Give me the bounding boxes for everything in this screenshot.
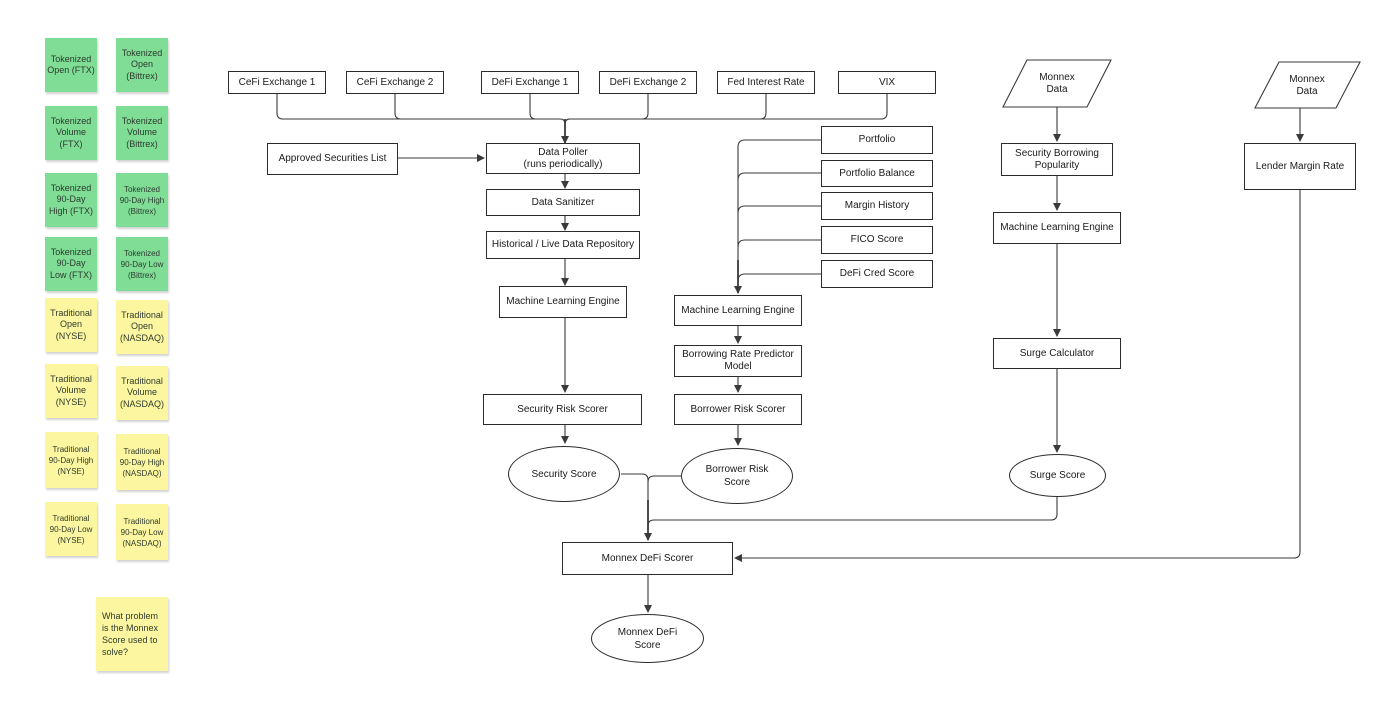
node-monnex-data-lender[interactable]: Monnex Data xyxy=(1289,74,1325,97)
node-borrower-ml-engine[interactable]: Machine Learning Engine xyxy=(674,295,802,326)
sticky-tokenized-open-ftx[interactable]: Tokenized Open (FTX) xyxy=(45,38,97,92)
node-lender-margin-rate[interactable]: Lender Margin Rate xyxy=(1244,143,1356,190)
node-borrower-risk-scorer[interactable]: Borrower Risk Scorer xyxy=(674,394,802,425)
node-portfolio-balance[interactable]: Portfolio Balance xyxy=(821,160,933,187)
node-approved-securities-list[interactable]: Approved Securities List xyxy=(267,143,398,175)
connector-borrower-score-merge xyxy=(647,475,681,483)
node-fico-score[interactable]: FICO Score xyxy=(821,226,933,254)
sticky-question[interactable]: What problem is the Monnex Score used to… xyxy=(96,597,168,671)
sticky-tokenized-low-ftx[interactable]: Tokenized 90-Day Low (FTX) xyxy=(45,237,97,291)
sticky-traditional-open-nyse[interactable]: Traditional Open (NYSE) xyxy=(45,298,97,352)
connector-defi2 xyxy=(564,94,649,125)
node-security-borrowing-popularity[interactable]: Security Borrowing Popularity xyxy=(1001,143,1113,176)
node-data-sanitizer[interactable]: Data Sanitizer xyxy=(486,189,640,216)
connector-margin-rate-to-final xyxy=(734,190,1301,562)
sticky-traditional-open-nasdaq[interactable]: Traditional Open (NASDAQ) xyxy=(116,300,168,354)
connector-defi-cred xyxy=(737,273,821,282)
sticky-traditional-low-nasdaq[interactable]: Traditional 90-Day Low (NASDAQ) xyxy=(116,504,168,560)
connector-vix xyxy=(564,94,888,125)
connector-surge-score-merge xyxy=(647,497,1058,527)
connector-portfolio xyxy=(737,139,821,290)
node-security-score[interactable]: Security Score xyxy=(508,446,620,502)
sticky-tokenized-volume-bittrex[interactable]: Tokenized Volume (Bittrex) xyxy=(116,106,168,160)
node-portfolio[interactable]: Portfolio xyxy=(821,126,933,154)
connector-cefi2 xyxy=(394,94,402,120)
connector-fico xyxy=(737,239,821,248)
node-cefi-exchange-2[interactable]: CeFi Exchange 2 xyxy=(346,71,444,94)
node-vix[interactable]: VIX xyxy=(838,71,936,94)
connector-security-score-merge xyxy=(621,473,649,540)
sticky-traditional-low-nyse[interactable]: Traditional 90-Day Low (NYSE) xyxy=(45,502,97,556)
node-borrowing-rate-predictor[interactable]: Borrowing Rate Predictor Model xyxy=(674,345,802,377)
node-defi-exchange-2[interactable]: DeFi Exchange 2 xyxy=(599,71,697,94)
node-monnex-data-surge[interactable]: Monnex Data xyxy=(1039,72,1075,95)
node-borrower-risk-score[interactable]: Borrower Risk Score xyxy=(681,448,793,504)
node-security-risk-scorer[interactable]: Security Risk Scorer xyxy=(483,394,642,425)
sticky-tokenized-high-ftx[interactable]: Tokenized 90-Day High (FTX) xyxy=(45,173,97,227)
node-monnex-defi-score[interactable]: Monnex DeFi Score xyxy=(591,614,704,663)
sticky-tokenized-open-bittrex[interactable]: Tokenized Open (Bittrex) xyxy=(116,38,168,92)
sticky-traditional-high-nasdaq[interactable]: Traditional 90-Day High (NASDAQ) xyxy=(116,434,168,490)
node-defi-exchange-1[interactable]: DeFi Exchange 1 xyxy=(481,71,579,94)
sticky-traditional-high-nyse[interactable]: Traditional 90-Day High (NYSE) xyxy=(45,432,97,488)
sticky-tokenized-high-bittrex[interactable]: Tokenized 90-Day High (Bittrex) xyxy=(116,173,168,227)
node-data-poller[interactable]: Data Poller (runs periodically) xyxy=(486,143,640,174)
node-defi-cred-score[interactable]: DeFi Cred Score xyxy=(821,260,933,288)
sticky-tokenized-low-bittrex[interactable]: Tokenized 90-Day Low (Bittrex) xyxy=(116,237,168,291)
connector-fed xyxy=(759,94,767,120)
node-data-repository[interactable]: Historical / Live Data Repository xyxy=(486,231,640,259)
connector-cefi1 xyxy=(276,94,566,125)
node-surge-score[interactable]: Surge Score xyxy=(1009,454,1106,497)
node-security-ml-engine[interactable]: Machine Learning Engine xyxy=(499,286,627,318)
node-surge-calculator[interactable]: Surge Calculator xyxy=(993,338,1121,369)
node-cefi-exchange-1[interactable]: CeFi Exchange 1 xyxy=(228,71,326,94)
sticky-traditional-volume-nasdaq[interactable]: Traditional Volume (NASDAQ) xyxy=(116,366,168,420)
node-margin-history[interactable]: Margin History xyxy=(821,192,933,220)
sticky-traditional-volume-nyse[interactable]: Traditional Volume (NYSE) xyxy=(45,364,97,418)
connector-portfolio-balance xyxy=(737,172,821,181)
node-surge-ml-engine[interactable]: Machine Learning Engine xyxy=(993,212,1121,244)
node-fed-interest-rate[interactable]: Fed Interest Rate xyxy=(717,71,815,94)
connector-margin-history xyxy=(737,205,821,214)
connector-defi1 xyxy=(529,94,537,120)
sticky-tokenized-volume-ftx[interactable]: Tokenized Volume (FTX) xyxy=(45,106,97,160)
node-monnex-defi-scorer[interactable]: Monnex DeFi Scorer xyxy=(562,542,733,575)
